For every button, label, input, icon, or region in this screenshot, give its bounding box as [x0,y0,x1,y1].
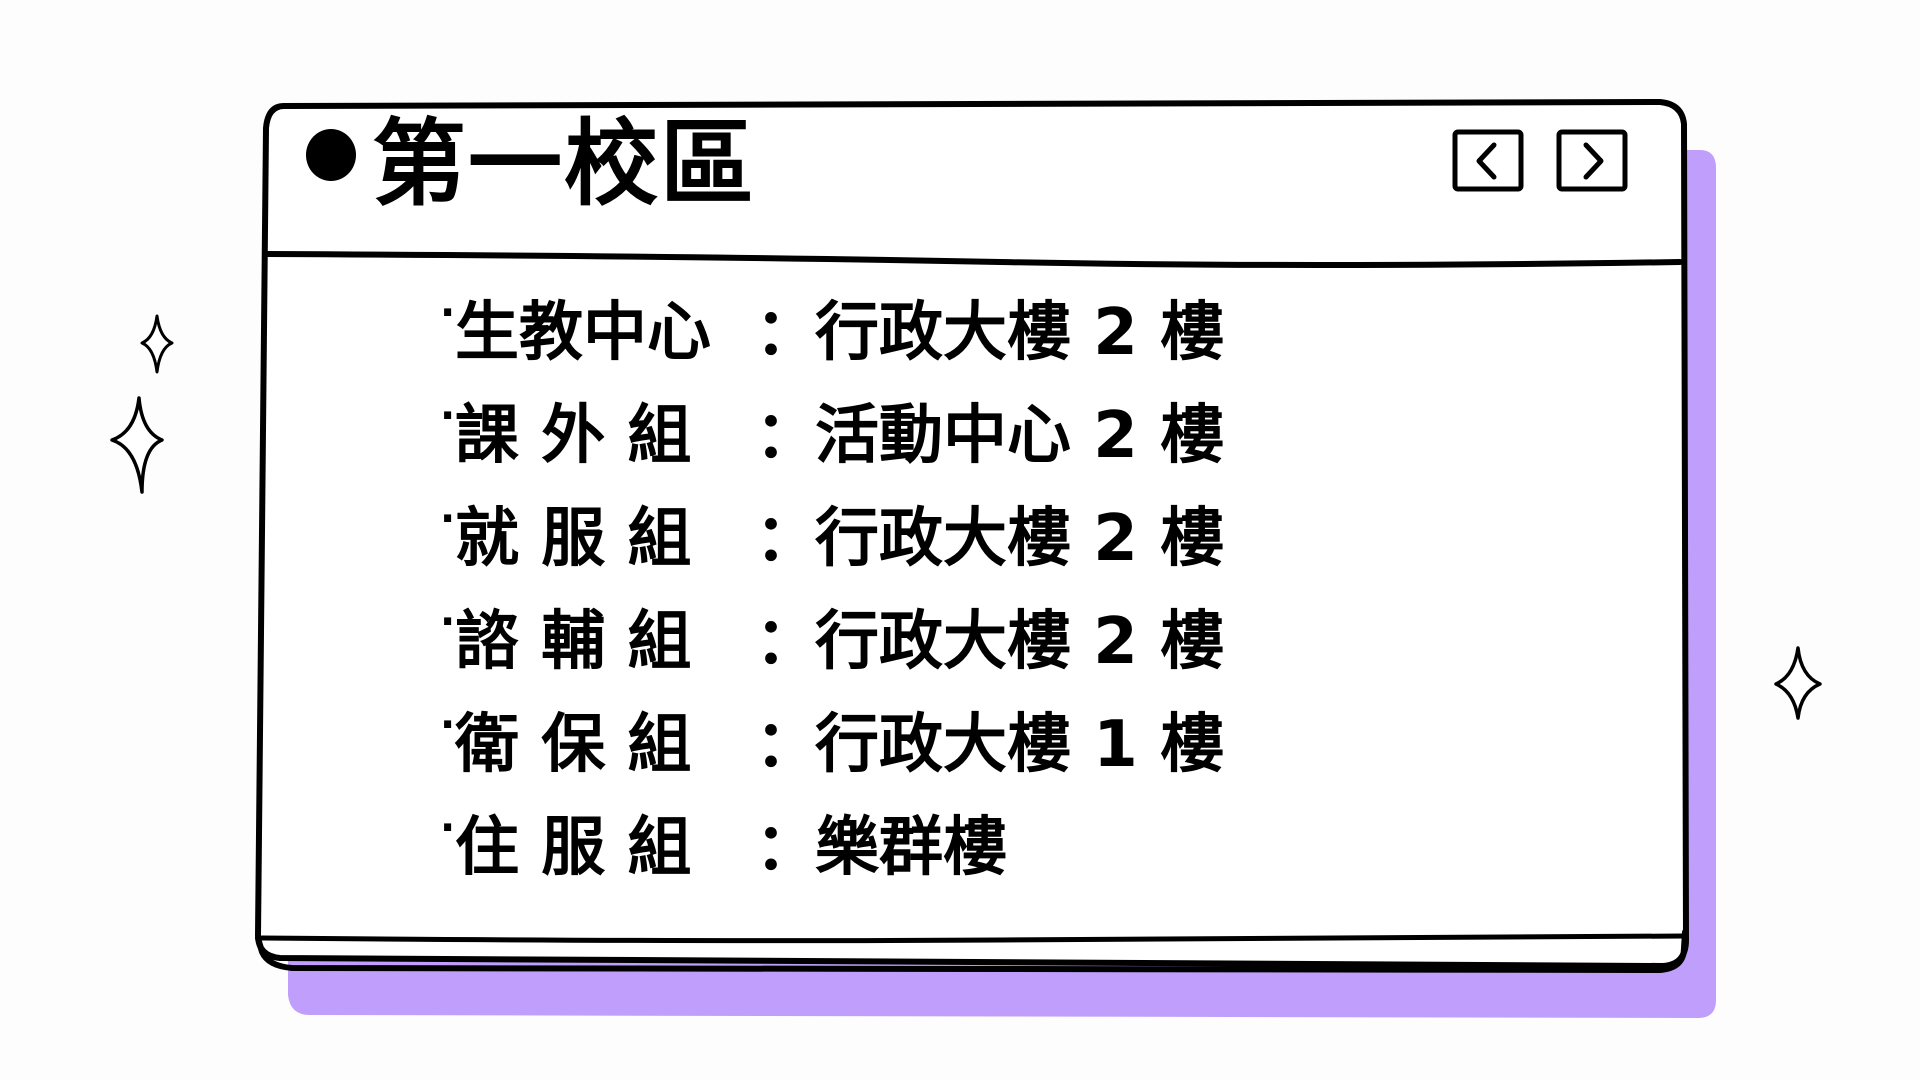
office-name: 就 服 組 [455,501,692,576]
chevron-left-icon [1452,129,1524,192]
sparkle-icon [110,396,164,494]
office-name: 衛 保 組 [455,707,692,782]
office-location: 行政大樓 2 樓 [815,501,1225,576]
colon-separator: ： [755,707,819,782]
office-location: 樂群樓 [815,810,1007,885]
list-bullet: · [440,804,456,851]
list-item: · 諮 輔 組 ： 行政大樓 2 樓 [440,584,1224,687]
window-bottom-bar [255,929,1688,974]
list-bullet: · [440,289,456,336]
title-bar-divider [265,251,1683,268]
colon-separator: ： [755,604,819,679]
office-name: 諮 輔 組 [455,604,692,679]
list-item: · 就 服 組 ： 行政大樓 2 樓 [440,481,1224,584]
list-item: · 生教中心 ： 行政大樓 2 樓 [440,275,1224,378]
office-location: 活動中心 2 樓 [815,398,1225,473]
list-item: · 衛 保 組 ： 行政大樓 1 樓 [440,687,1224,790]
colon-separator: ： [755,810,819,885]
title-dot-icon [306,129,356,181]
previous-button[interactable] [1452,129,1524,192]
office-name: 住 服 組 [455,810,692,885]
colon-separator: ： [755,398,819,473]
list-item: · 住 服 組 ： 樂群樓 [440,790,1224,893]
window-body [255,99,1689,969]
office-location: 行政大樓 1 樓 [815,707,1225,782]
office-location: 行政大樓 2 樓 [815,295,1225,370]
office-name: 課 外 組 [455,398,692,473]
office-location-list: · 生教中心 ： 行政大樓 2 樓 · 課 外 組 ： 活動中心 2 樓 · 就… [440,275,1224,893]
window-title: 第一校區 [372,110,757,219]
office-location: 行政大樓 2 樓 [815,604,1225,679]
list-bullet: · [440,701,456,748]
colon-separator: ： [755,295,819,370]
list-item: · 課 外 組 ： 活動中心 2 樓 [440,378,1224,481]
sparkle-icon [140,314,174,374]
office-name: 生教中心 [455,295,711,370]
list-bullet: · [440,598,456,645]
next-button[interactable] [1556,129,1628,192]
window-bottom-divider [259,933,1687,944]
chevron-right-icon [1556,129,1628,192]
sparkle-icon [1774,646,1822,720]
colon-separator: ： [755,501,819,576]
list-bullet: · [440,495,456,542]
list-bullet: · [440,392,456,439]
